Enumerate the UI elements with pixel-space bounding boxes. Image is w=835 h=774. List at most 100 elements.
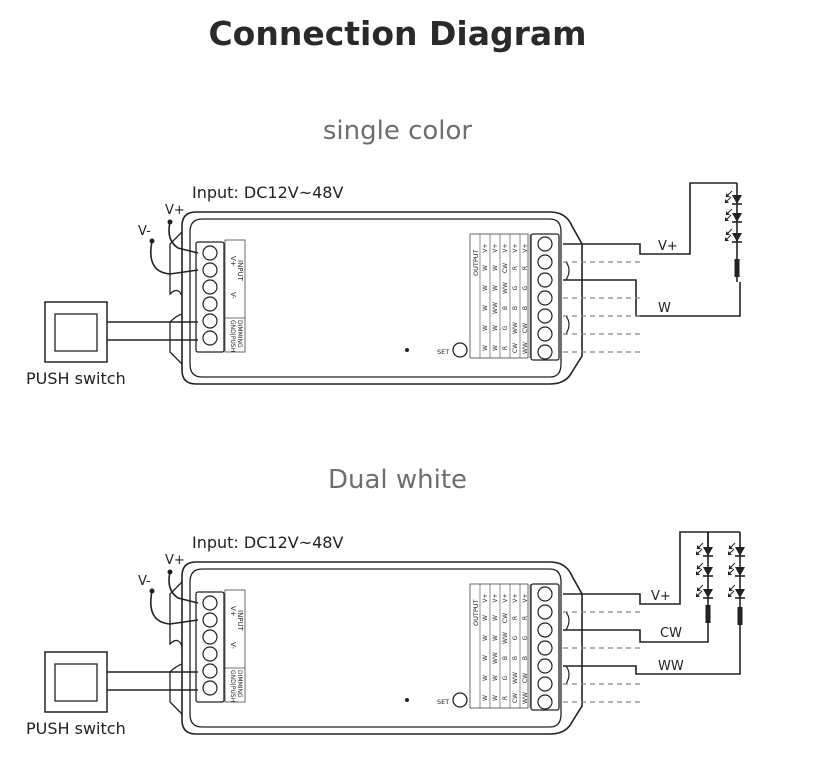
input-voltage-label: Input: DC12V~48V [192,183,343,202]
set-button [452,342,468,358]
output-cell-label: W [492,285,499,291]
vminus-label: V- [138,224,151,239]
output-cell-label: W [492,615,499,621]
output-cell-label: G [502,325,509,330]
led-icon [724,208,742,223]
terminal-screw [537,344,553,360]
output-cell-label: R [502,346,509,350]
input-row-label: V+ [229,256,237,267]
section-title-single-color: single color [322,116,473,146]
output-cell-label: W [482,695,489,701]
mounting-tab [565,611,570,631]
input-voltage-label: Input: DC12V~48V [192,533,343,552]
led-icon [695,584,713,599]
output-label-table [469,233,529,359]
mounting-tab [565,261,570,281]
terminal-screw [537,694,553,710]
output-cell-label: W [482,675,489,681]
output-label-cw: CW [660,626,682,641]
vplus-wire [168,221,199,254]
output-cell-label: W [492,675,499,681]
section-diagram: INPUTV+V-DIMMINGGND|PUSHOUTPUTV+WWWWWV+W… [26,531,745,738]
terminal-screw [202,330,218,346]
output-cell-label: V+ [522,593,529,602]
vminus-label: V- [138,574,151,589]
resistor-icon [705,605,711,623]
output-cell-label: V+ [492,243,499,252]
led-icon [695,562,713,577]
output-cell-label: WW [502,632,509,644]
output-cell-label: W [482,615,489,621]
vplus-output-wire [563,182,737,255]
output-cell-label: WW [522,342,529,354]
vminus-wire [150,240,199,275]
terminal-screw [537,326,553,342]
terminal-screw [202,313,218,329]
output-cell-label: V+ [512,243,519,252]
output-cell-label: R [512,266,519,270]
output-cell-label: W [482,345,489,351]
output-cell-label: R [502,696,509,700]
dimming-rows-label: GND|PUSH [229,670,236,702]
output-label-vplus: V+ [658,239,678,254]
terminal-screw [537,676,553,692]
output-cell-label: B [512,656,519,660]
input-row-label: V+ [229,606,237,617]
push-switch-button [54,663,98,702]
output-cell-label: W [482,285,489,291]
led-icon [727,562,745,577]
cw-output-wire [563,622,709,643]
led-icon [727,542,745,557]
terminal-screw [537,272,553,288]
terminal-screw [537,254,553,270]
led-icon [724,190,742,205]
w-output-wire [563,279,741,317]
input-label-table [224,239,246,353]
vplus-label: V+ [165,553,185,568]
dimming-rows-label: GND|PUSH [229,320,236,352]
input-label-table [224,589,246,703]
output-cell-label: W [482,265,489,271]
output-cell-label: V+ [512,593,519,602]
dimming-header: DIMMING [236,670,243,698]
mounting-tab [169,581,183,647]
output-cell-label: G [502,675,509,680]
section-diagram: INPUTV+V-DIMMINGGND|PUSHOUTPUTV+WWWWWV+W… [26,182,742,388]
output-cell-label: G [522,285,529,290]
terminal-screw [537,604,553,620]
terminal-screw [537,308,553,324]
output-cell-label: W [482,635,489,641]
output-cell-label: CW [522,673,529,683]
output-cell-label: B [522,656,529,660]
indicator-dot [405,348,409,352]
output-cell-label: CW [502,613,509,623]
led-icon [727,584,745,599]
input-row-label: V- [229,642,237,649]
terminal-screw [202,245,218,261]
controller-inner-border [189,218,562,378]
output-cell-label: W [492,325,499,331]
output-cell-label: R [522,266,529,270]
vplus-output-wire [563,531,740,605]
output-cell-label: G [512,635,519,640]
mounting-tab [565,315,570,335]
terminal-screw [202,663,218,679]
input-header: INPUT [236,260,244,282]
terminal-screw [537,586,553,602]
output-label-w: W [658,301,671,316]
terminal-screw [202,279,218,295]
ww-output-wire [563,624,741,675]
output-cell-label: V+ [492,593,499,602]
terminal-screw [537,236,553,252]
output-cell-label: G [512,285,519,290]
output-cell-label: W [482,655,489,661]
output-cell-label: V+ [482,243,489,252]
output-header: OUTPUT [472,249,480,276]
output-cell-label: WW [522,692,529,704]
output-cell-label: G [522,635,529,640]
terminal-screw [202,262,218,278]
push-switch-label: PUSH switch [26,719,126,738]
push-switch-label: PUSH switch [26,369,126,388]
vplus-label: V+ [165,203,185,218]
